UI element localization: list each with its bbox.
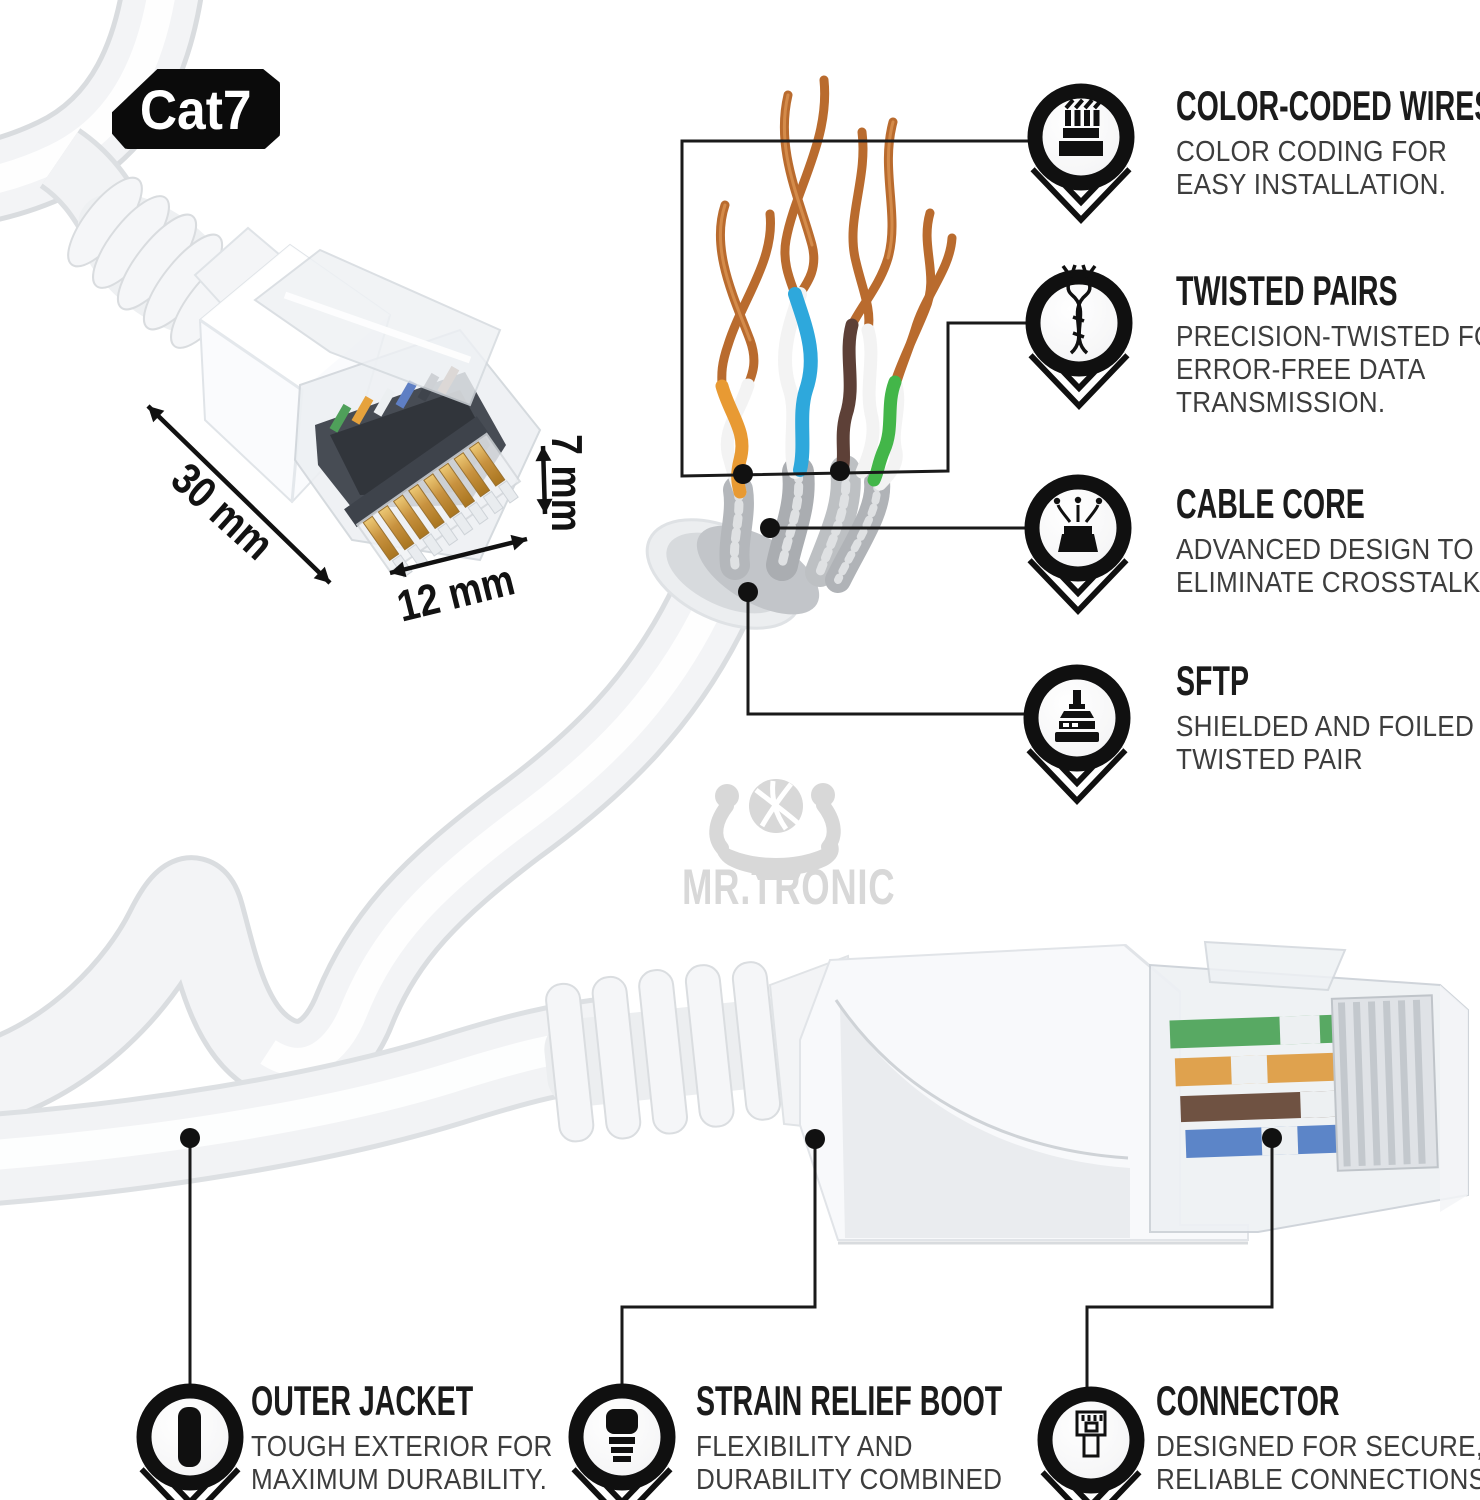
anchor-dot-sftp	[738, 582, 758, 602]
muscle-globe-logo	[709, 779, 841, 880]
cable-core-icon	[1024, 474, 1132, 616]
callout-line-strain-relief	[620, 1139, 817, 1386]
rj45-connector-icon	[1037, 1386, 1145, 1500]
callout-lines	[188, 139, 1274, 1390]
pair-orange	[715, 378, 755, 499]
dimension-arrows	[146, 404, 553, 585]
top-cable	[0, 0, 204, 246]
copper-strands	[715, 75, 957, 391]
anchor-dot-boot	[805, 1129, 825, 1149]
bottom-connector-latch	[1203, 940, 1347, 992]
cable-jacket-wave	[0, 518, 820, 1124]
outer-jacket-icon	[136, 1383, 244, 1500]
pair-blue	[778, 287, 818, 479]
arrow-30mm	[146, 404, 332, 585]
bottom-connector-tip	[1149, 940, 1469, 1233]
bottom-strain-relief-boot	[544, 961, 812, 1143]
pair-brown	[835, 318, 880, 479]
anchor-dot-connector	[1262, 1128, 1282, 1148]
top-connector-pins	[344, 416, 522, 578]
twisted-pair-icon	[1025, 264, 1133, 411]
top-connector-boot	[67, 176, 302, 349]
anchor-dot-core	[760, 518, 780, 538]
callout-line-sftp	[746, 592, 1026, 716]
twisted-pairs-exposed	[715, 75, 957, 499]
top-connector-latch	[253, 248, 502, 407]
copper-highlights	[718, 93, 895, 342]
flat-cable-icon	[1027, 83, 1135, 225]
anchor-dots	[180, 461, 1282, 1149]
sftp-icon	[1023, 664, 1131, 806]
anchor-dot-wires	[733, 464, 753, 484]
strain-relief-boot-icon	[568, 1383, 676, 1500]
callout-line-connector	[1085, 1138, 1274, 1390]
anchor-dot-jacket	[180, 1128, 200, 1148]
arrow-12mm	[389, 534, 528, 578]
callout-line-color-coded-wires	[680, 139, 1031, 478]
bottom-rj45-connector	[544, 940, 1469, 1245]
top-rj45-connector	[67, 176, 542, 578]
anchor-dot-pairs	[830, 461, 850, 481]
arrow-7mm	[535, 445, 553, 515]
